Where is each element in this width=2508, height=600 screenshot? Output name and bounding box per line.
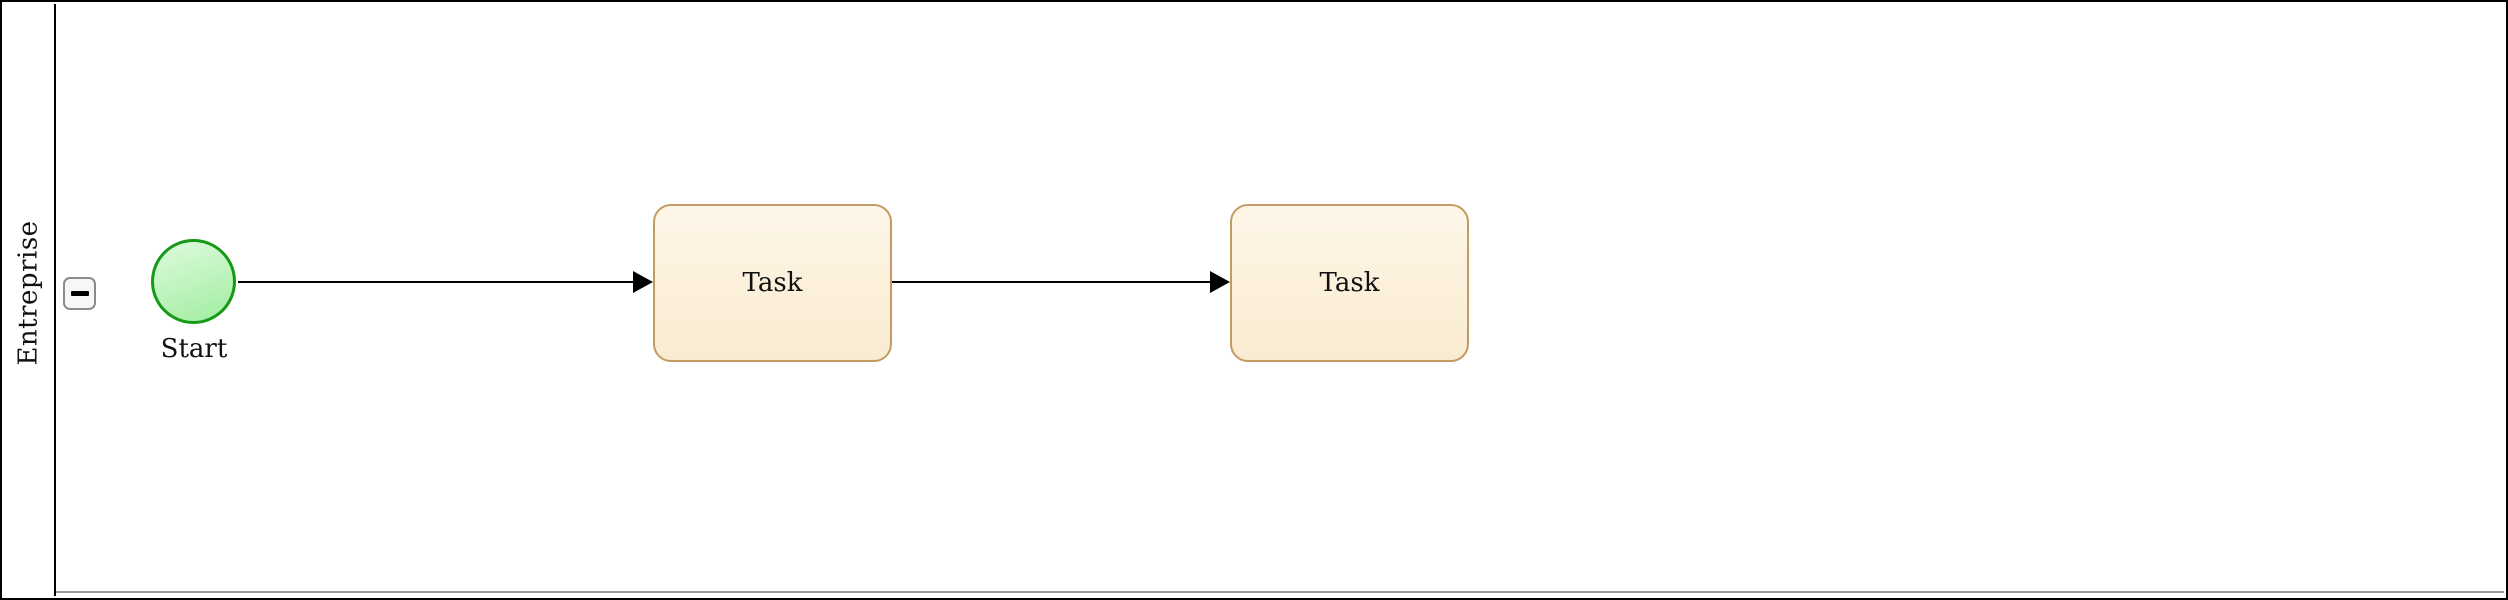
start-event-circle[interactable]	[151, 239, 236, 324]
task-2-label: Task	[1319, 268, 1380, 298]
task-1-label: Task	[742, 268, 803, 298]
arrowhead-icon	[1210, 271, 1230, 293]
pool-label: Entreprise	[14, 220, 45, 366]
pool-header-divider	[54, 4, 56, 596]
arrowhead-icon	[633, 271, 653, 293]
minus-icon	[70, 291, 89, 296]
flow-line	[892, 280, 1212, 283]
sequence-flow-2[interactable]	[892, 270, 1230, 294]
start-event-label: Start	[160, 334, 228, 364]
task-2[interactable]: Task	[1230, 204, 1469, 362]
pool-header[interactable]: Entreprise	[4, 4, 54, 596]
task-1[interactable]: Task	[653, 204, 892, 362]
sequence-flow-1[interactable]	[238, 270, 653, 294]
flow-line	[238, 280, 635, 283]
lane-bottom-border	[56, 591, 2504, 593]
pool-collapse-button[interactable]	[63, 277, 96, 310]
